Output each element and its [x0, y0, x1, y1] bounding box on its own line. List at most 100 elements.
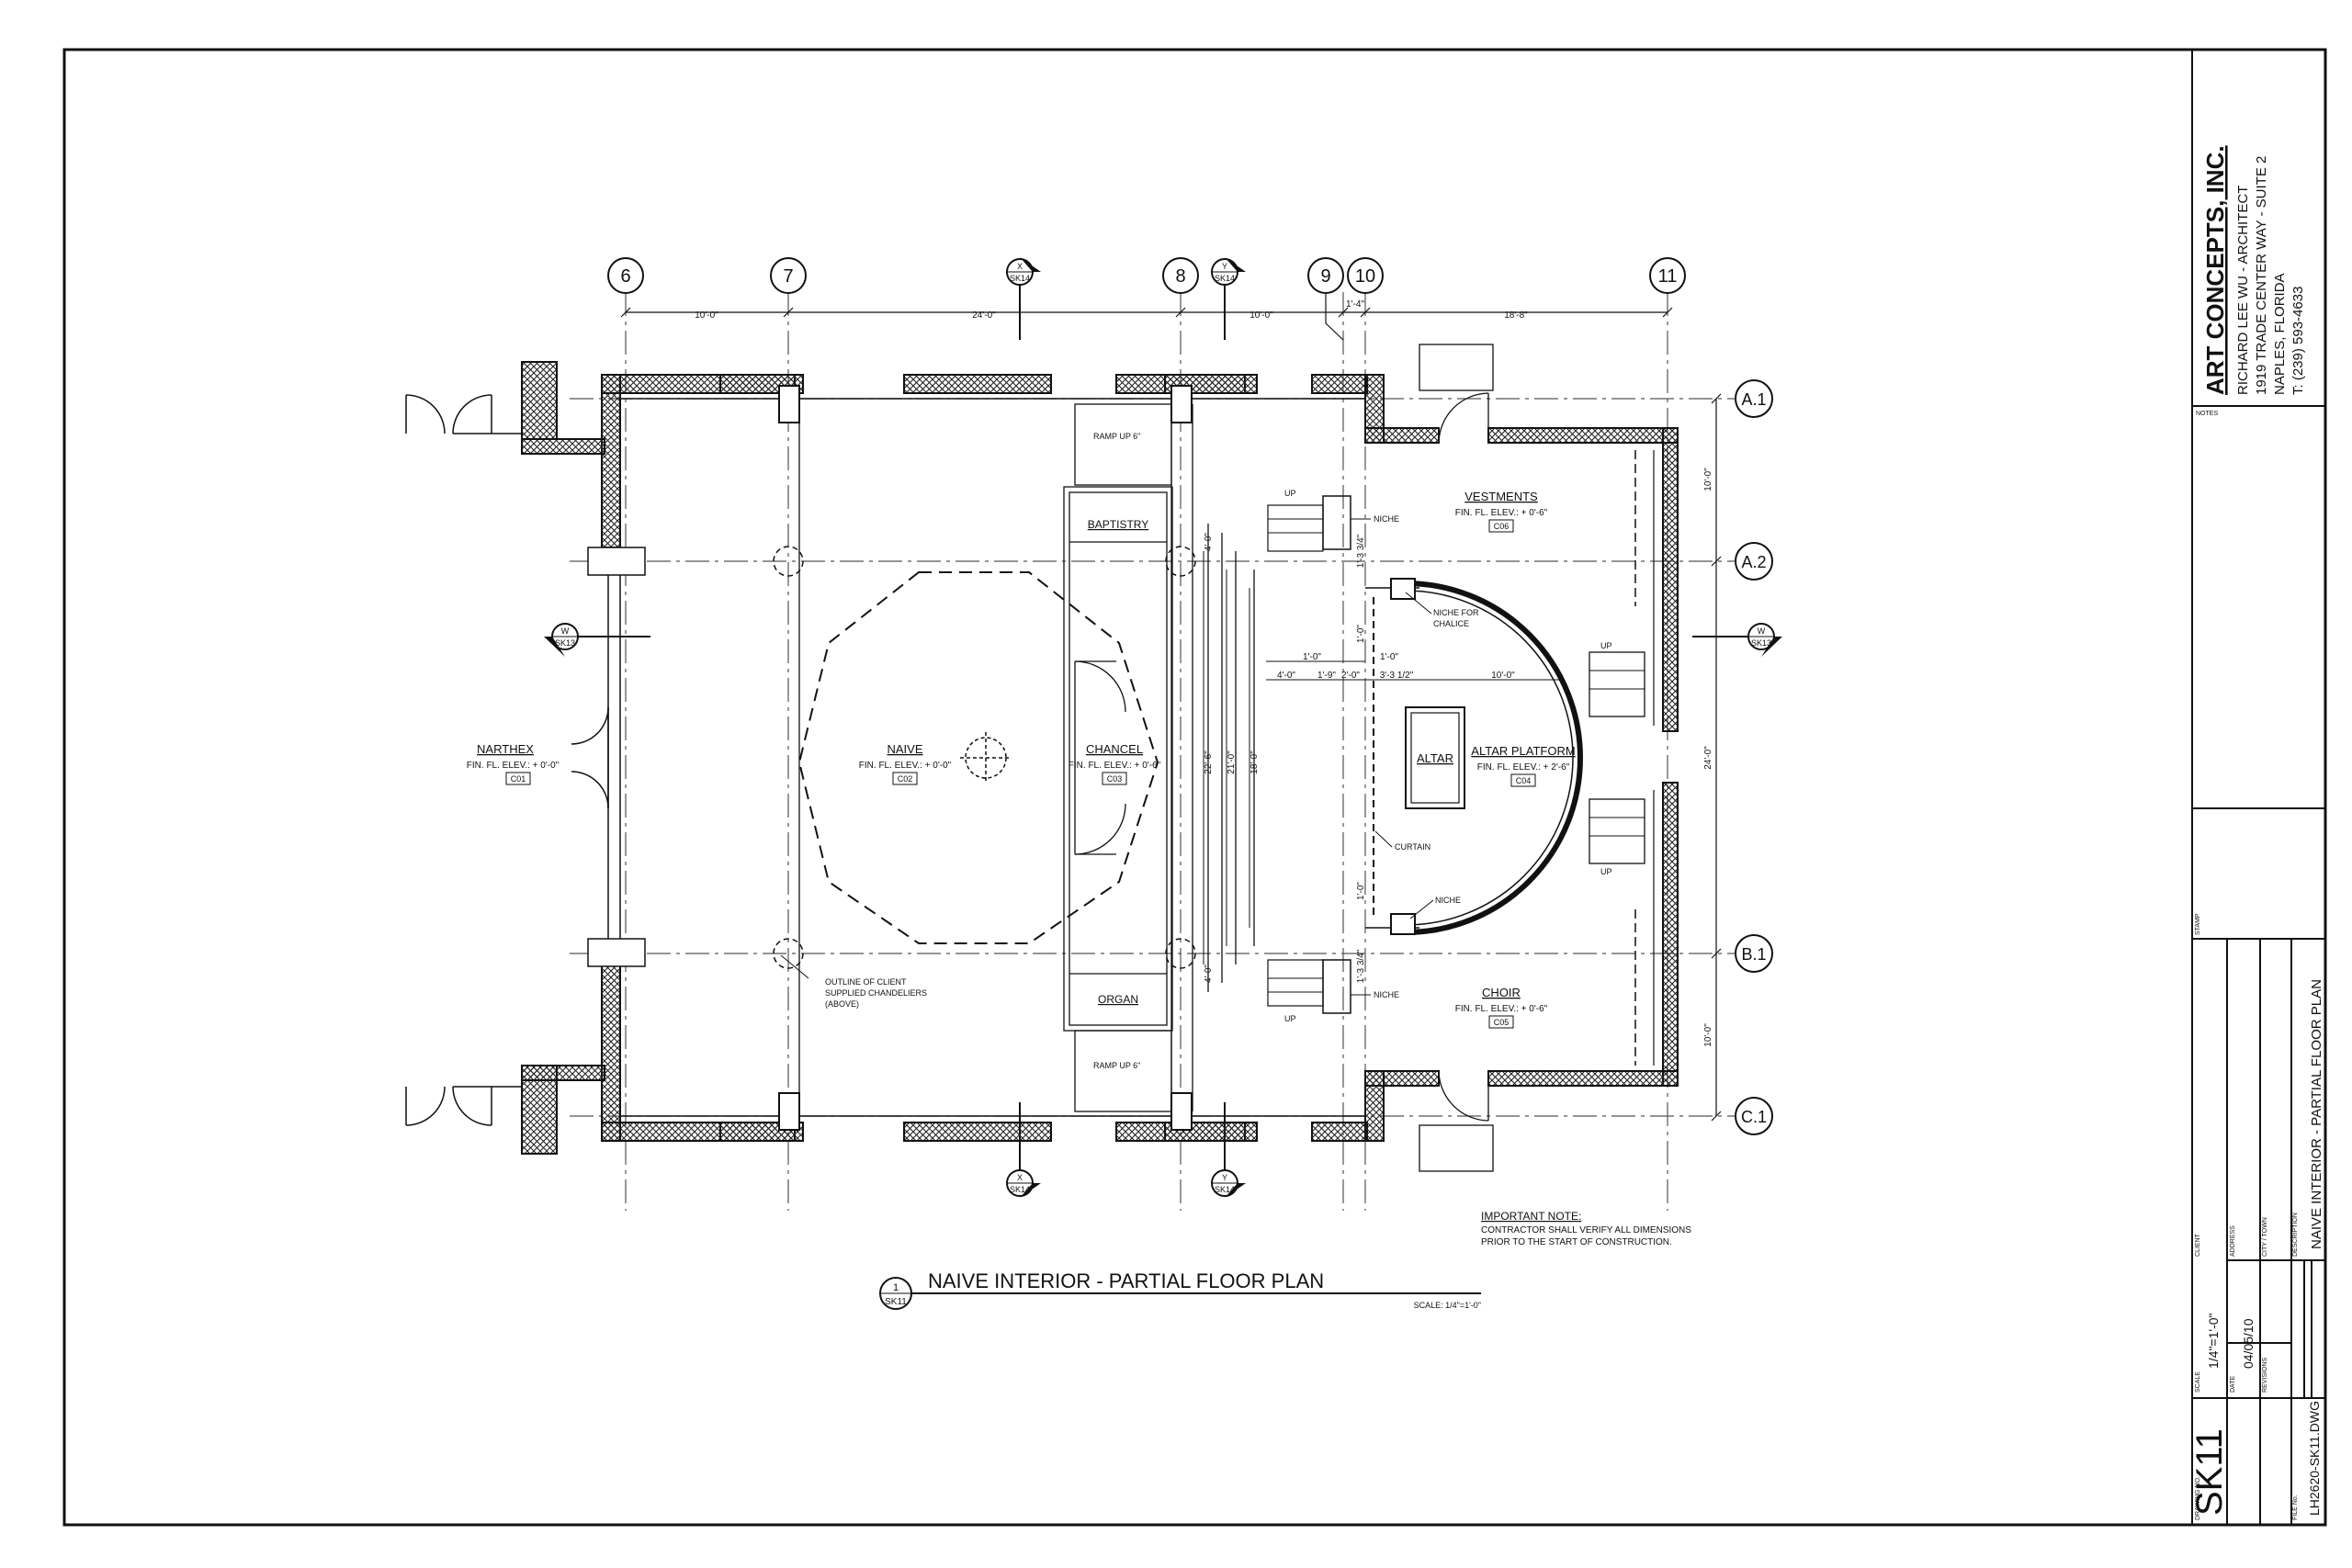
note-chandeliers-2: SUPPLIED CHANDELIERS	[825, 988, 927, 998]
section-w-left-letter: W	[561, 626, 570, 636]
title-block-architect: RICHARD LEE WU - ARCHITECT	[2235, 186, 2251, 395]
section-marker-y-top	[1211, 257, 1246, 340]
title-block-file-label: FILE No.	[2292, 1495, 2299, 1520]
section-w-left-sheet: SK13	[555, 638, 575, 648]
room-chancel-tag-box	[1102, 772, 1127, 785]
note-up-4: UP	[1600, 867, 1612, 876]
title-block-scale: 1/4"=1'-0"	[2206, 1313, 2221, 1369]
chandelier-outline	[797, 571, 1159, 944]
grid-label-c1: C.1	[1741, 1108, 1767, 1126]
grid-label-a2: A.2	[1741, 553, 1766, 571]
leader-lines	[780, 518, 1434, 996]
title-block-city-label: CITY / TOWN	[2262, 1217, 2268, 1257]
title-block-date: 04/05/10	[2241, 1318, 2256, 1369]
grid-bubble-10	[1347, 257, 1384, 294]
title-block-notes-label: NOTES	[2196, 411, 2218, 417]
room-choir-name: CHOIR	[1482, 986, 1521, 999]
dim-1-0-b: 1'-0"	[1380, 652, 1398, 662]
dim-1-0-c: 1'-0"	[1356, 625, 1366, 643]
important-note-line-1: CONTRACTOR SHALL VERIFY ALL DIMENSIONS	[1481, 1225, 1691, 1235]
grid-label-11: 11	[1658, 266, 1678, 287]
room-vestments-tag-box	[1488, 519, 1514, 533]
grid-bubble-11	[1649, 257, 1686, 294]
title-block-address-label: ADDRESS	[2230, 1225, 2236, 1257]
grid-label-9: 9	[1320, 266, 1330, 287]
grid-bubble-7	[770, 257, 807, 294]
title-block-date-label: DATE	[2230, 1376, 2236, 1393]
dim-9-10: 1'-4"	[1346, 299, 1364, 310]
dim-1-9: 1'-9"	[1317, 671, 1336, 681]
note-niche-1: NICHE	[1374, 514, 1399, 524]
dim-4-0-b: 4'-0"	[1204, 964, 1214, 983]
room-chancel-elev: FIN. FL. ELEV.: + 0'-6"	[1069, 761, 1161, 771]
section-x-top-letter: X	[1017, 262, 1023, 271]
note-niche-2: NICHE	[1374, 990, 1399, 999]
dim-a2-b1: 24'-0"	[1703, 746, 1713, 770]
room-altar-platform-elev: FIN. FL. ELEV.: + 2'-6"	[1477, 762, 1570, 773]
room-chancel-name: CHANCEL	[1086, 742, 1143, 756]
important-note-line-2: PRIOR TO THE START OF CONSTRUCTION.	[1481, 1237, 1672, 1247]
dim-4-0-a: 4'-0"	[1204, 533, 1214, 551]
dashed-column-circles	[773, 546, 1196, 969]
note-ramp-bottom: RAMP UP 6"	[1093, 1061, 1140, 1070]
section-x-top-sheet: SK14	[1010, 274, 1030, 283]
title-block-scale-label: SCALE	[2195, 1371, 2201, 1393]
room-altar-platform-name: ALTAR PLATFORM	[1471, 744, 1575, 758]
dim-1-3-a: 1'-3 3/4"	[1356, 534, 1366, 568]
title-block-stamp-label: STAMP	[2195, 913, 2201, 935]
grid-bubble-a2	[1735, 542, 1773, 581]
grid-label-6: 6	[620, 266, 630, 287]
dim-10-0: 10'-0"	[1491, 671, 1515, 681]
grid-label-10: 10	[1355, 266, 1375, 287]
note-niche-chalice-2: CHALICE	[1433, 619, 1469, 628]
title-block-client-label: CLIENT	[2195, 1233, 2201, 1257]
dim-7-8: 24'-0"	[972, 310, 996, 321]
grid-label-b1: B.1	[1741, 945, 1766, 964]
room-altar-platform-tag-box	[1510, 773, 1536, 787]
section-marker-x-top	[1006, 257, 1041, 340]
title-block-description-label: DESCRIPTION	[2292, 1213, 2299, 1257]
dim-8-9: 10'-0"	[1250, 310, 1273, 321]
grid-bubble-6	[607, 257, 644, 294]
section-x-bottom-sheet: SK14	[1010, 1185, 1030, 1194]
interior-dimension-lines	[1203, 551, 1562, 964]
drawing-title: NAIVE INTERIOR - PARTIAL FLOOR PLAN	[928, 1269, 1324, 1292]
section-y-top-letter: Y	[1222, 262, 1227, 271]
section-w-right-sheet: SK13	[1751, 638, 1771, 648]
grid-bubble-9	[1307, 257, 1344, 294]
room-altar-name: ALTAR	[1417, 751, 1453, 765]
note-curtain: CURTAIN	[1395, 842, 1430, 852]
room-vestments-tag: C06	[1494, 522, 1510, 531]
section-y-top-sheet: SK14	[1215, 274, 1235, 283]
note-up-1: UP	[1284, 489, 1296, 498]
dim-4-0: 4'-0"	[1277, 671, 1295, 681]
dim-10-11: 18'-8"	[1504, 310, 1528, 321]
column-bubbles	[607, 257, 1686, 294]
chandelier-center	[960, 732, 1012, 784]
title-block-frame	[2191, 50, 2325, 1526]
room-narthex-name: NARTHEX	[477, 742, 534, 756]
sheet-border	[62, 48, 2327, 1527]
room-chancel-tag: C03	[1107, 774, 1123, 784]
dim-6-7: 10'-0"	[695, 310, 718, 321]
dim-2-0: 2'-0"	[1341, 671, 1360, 681]
section-marker-y-bottom	[1211, 1102, 1246, 1198]
note-ramp-top: RAMP UP 6"	[1093, 432, 1140, 441]
note-niche-3: NICHE	[1435, 896, 1461, 905]
important-note-title: IMPORTANT NOTE:	[1481, 1210, 1581, 1223]
room-naive-name: NAIVE	[887, 742, 922, 756]
room-organ-name: ORGAN	[1098, 993, 1138, 1006]
wall-lines	[405, 394, 1365, 1126]
title-block-file: LH2620-SK11.DWG	[2307, 1401, 2322, 1516]
grid-bubble-a1	[1735, 379, 1773, 418]
column-piers	[778, 385, 1193, 1131]
room-choir-tag: C05	[1494, 1018, 1510, 1027]
dim-1-0-d: 1'-0"	[1356, 882, 1366, 900]
room-vestments-name: VESTMENTS	[1464, 490, 1538, 503]
dim-22-6: 22'-6"	[1204, 750, 1214, 774]
room-choir-elev: FIN. FL. ELEV.: + 0'-6"	[1455, 1004, 1548, 1014]
room-altar-platform-tag: C04	[1516, 776, 1532, 785]
room-vestments-elev: FIN. FL. ELEV.: + 0'-6"	[1455, 508, 1548, 518]
note-chandeliers-1: OUTLINE OF CLIENT	[825, 977, 907, 987]
note-up-3: UP	[1600, 641, 1612, 650]
